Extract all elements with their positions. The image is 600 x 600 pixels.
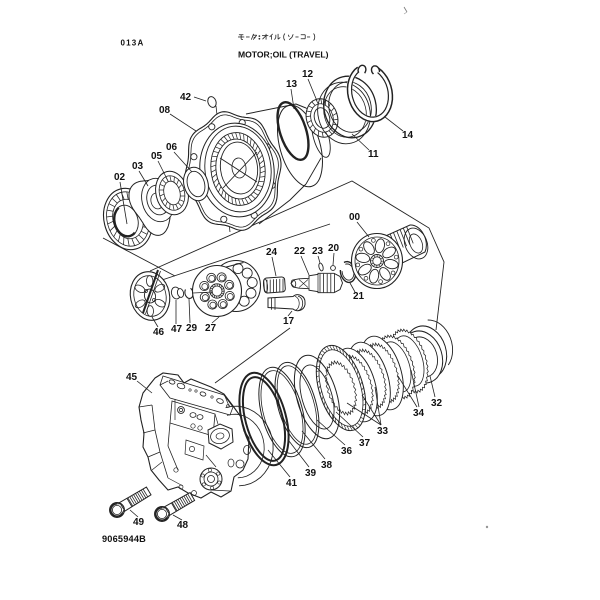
- svg-text:03: 03: [132, 161, 144, 172]
- svg-text:46: 46: [153, 327, 165, 338]
- svg-text:27: 27: [205, 323, 217, 334]
- svg-text:9065944B: 9065944B: [102, 534, 146, 544]
- svg-text:33: 33: [377, 426, 389, 437]
- svg-text:13: 13: [286, 79, 298, 90]
- svg-text:06: 06: [166, 142, 178, 153]
- svg-text:20: 20: [328, 243, 340, 254]
- svg-text:47: 47: [171, 324, 183, 335]
- svg-text:00: 00: [349, 212, 361, 223]
- svg-text:39: 39: [305, 468, 317, 479]
- svg-text:MOTOR;OIL (TRAVEL): MOTOR;OIL (TRAVEL): [238, 49, 329, 59]
- svg-text:38: 38: [321, 460, 333, 471]
- svg-text:21: 21: [353, 291, 365, 302]
- svg-text:12: 12: [302, 69, 314, 80]
- svg-text:11: 11: [368, 149, 379, 160]
- svg-text:05: 05: [151, 151, 163, 162]
- svg-text:08: 08: [159, 105, 171, 116]
- svg-text:14: 14: [402, 130, 414, 141]
- svg-text:49: 49: [133, 517, 145, 528]
- svg-text:17: 17: [283, 316, 295, 327]
- svg-text:41: 41: [286, 478, 298, 489]
- svg-text:013A: 013A: [121, 39, 145, 48]
- svg-text:36: 36: [341, 446, 353, 457]
- svg-text:02: 02: [114, 172, 126, 183]
- svg-text:37: 37: [359, 438, 371, 449]
- svg-text:48: 48: [177, 520, 189, 531]
- svg-text:32: 32: [431, 398, 443, 409]
- svg-text:24: 24: [266, 247, 278, 258]
- svg-text:34: 34: [413, 408, 425, 419]
- svg-text:23: 23: [312, 246, 324, 257]
- svg-text:42: 42: [180, 92, 192, 103]
- svg-text:29: 29: [186, 323, 198, 334]
- svg-text:22: 22: [294, 246, 306, 257]
- svg-text:45: 45: [126, 372, 138, 383]
